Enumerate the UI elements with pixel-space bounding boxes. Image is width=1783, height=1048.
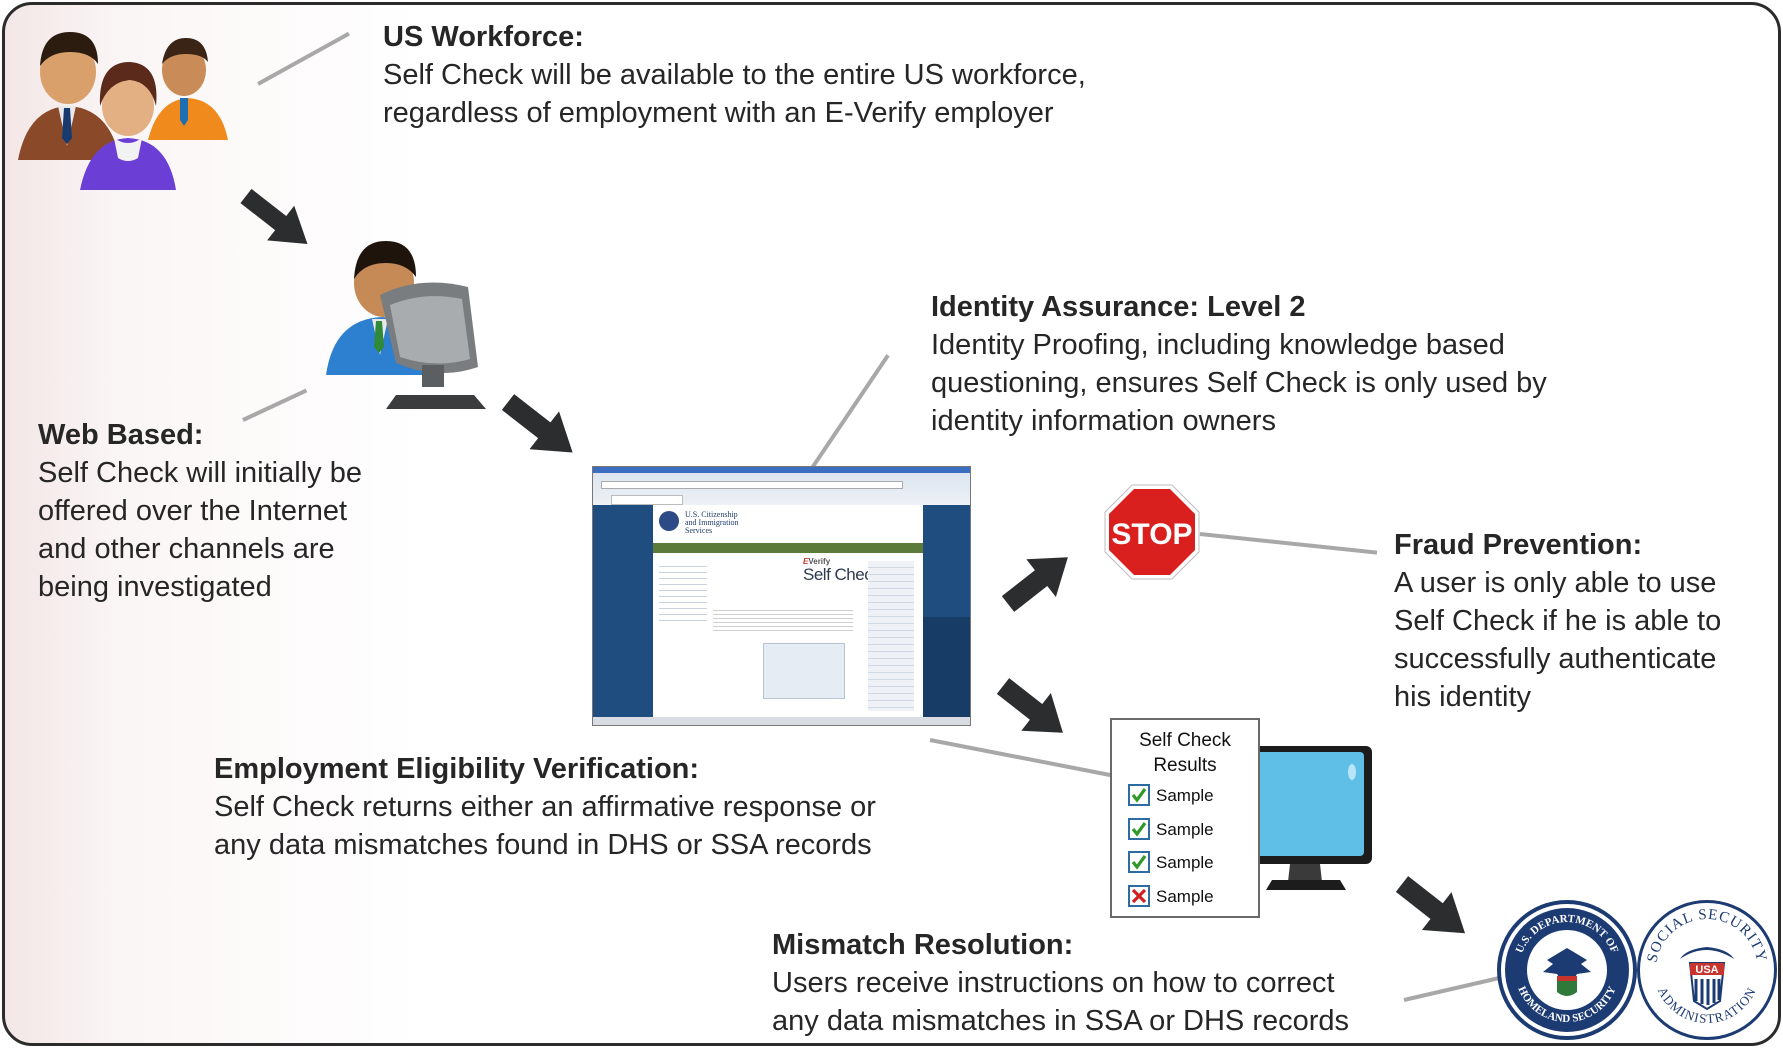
- fraud-line-2: Self Check if he is able to: [1394, 605, 1722, 637]
- result-label: Sample: [1156, 786, 1214, 805]
- browser-chrome: [593, 467, 970, 505]
- browser-titlebar: [593, 467, 970, 473]
- arrow-results-to-agencies: [1395, 876, 1466, 934]
- results-title-line-2: Results: [1153, 755, 1217, 776]
- result-label: Sample: [1156, 887, 1214, 906]
- eligibility-line-2: any data mismatches found in DHS or SSA …: [214, 829, 872, 861]
- uscis-line-3: Services: [685, 526, 713, 535]
- fraud-heading: Fraud Prevention:: [1394, 529, 1643, 561]
- eligibility-block: Employment Eligibility Verification: Sel…: [214, 750, 876, 864]
- results-title-line-1: Self Check: [1139, 730, 1231, 751]
- website-sidebar: [659, 561, 707, 621]
- eligibility-line-1: Self Check returns either an affirmative…: [214, 791, 876, 823]
- identity-block: Identity Assurance: Level 2 Identity Pro…: [931, 288, 1547, 440]
- everify-logo-text: Verify: [808, 557, 831, 566]
- workforce-line-1: Self Check will be available to the enti…: [383, 59, 1086, 91]
- arrow-browser-to-results: [996, 678, 1063, 733]
- mismatch-line-1: Users receive instructions on how to cor…: [772, 967, 1335, 999]
- identity-line-3: identity information owners: [931, 405, 1276, 437]
- everify-logo: EVerify: [803, 557, 830, 566]
- result-label: Sample: [1156, 820, 1214, 839]
- uscis-line-1: U.S. Citizenship: [685, 510, 738, 519]
- fraud-line-4: his identity: [1394, 681, 1532, 713]
- checkmark-icon: [1128, 784, 1150, 806]
- cross-icon: [1128, 885, 1150, 907]
- everify-logo-e: E: [803, 557, 809, 566]
- web-line-3: and other channels are: [38, 533, 335, 565]
- self-check-website-screenshot: U.S. Citizenship and Immigration Service…: [592, 466, 971, 726]
- website-nav: [653, 543, 923, 553]
- checkmark-icon: [1128, 851, 1150, 873]
- results-title: Self Check Results: [1112, 728, 1258, 778]
- web-heading: Web Based:: [38, 419, 204, 451]
- arrow-workforce-to-user: [240, 188, 308, 245]
- statue-silhouette: [923, 617, 970, 725]
- website-right-rail: [868, 561, 914, 711]
- browser-tab: [611, 495, 683, 505]
- workforce-block: US Workforce: Self Check will be availab…: [383, 18, 1086, 132]
- uscis-name: U.S. Citizenship and Immigration Service…: [685, 511, 739, 535]
- ssa-seal-logo: SOCIAL SECURITY ADMINISTRATION USA: [1637, 900, 1777, 1040]
- dhs-seal-logo: U.S. DEPARTMENT OF HOMELAND SECURITY: [1497, 900, 1637, 1040]
- web-line-4: being investigated: [38, 571, 272, 603]
- ssa-seal-center-text: USA: [1695, 964, 1718, 976]
- fraud-line-1: A user is only able to use: [1394, 567, 1717, 599]
- browser-statusbar: [593, 717, 970, 725]
- mismatch-block: Mismatch Resolution: Users receive instr…: [772, 926, 1349, 1040]
- self-check-results-panel: Self Check Results Sample Sample Sample: [1110, 718, 1260, 918]
- user-computer-icon: [326, 241, 486, 409]
- mismatch-line-2: any data mismatches in SSA or DHS record…: [772, 1005, 1350, 1037]
- web-line-1: Self Check will initially be: [38, 457, 362, 489]
- svg-text:SOCIAL SECURITY: SOCIAL SECURITY: [1645, 907, 1770, 964]
- fraud-block: Fraud Prevention: A user is only able to…: [1394, 526, 1721, 716]
- workforce-heading: US Workforce:: [383, 21, 584, 53]
- mismatch-heading: Mismatch Resolution:: [772, 929, 1074, 961]
- us-map-icon: [763, 643, 845, 699]
- workforce-people-icon: [18, 32, 228, 190]
- checkmark-icon: [1128, 818, 1150, 840]
- arrow-browser-to-stop: [1001, 557, 1068, 612]
- ssa-seal-top-text: SOCIAL SECURITY: [1645, 907, 1769, 964]
- uscis-seal-icon: [659, 511, 679, 531]
- browser-address-bar: [601, 481, 903, 489]
- arrow-user-to-browser: [501, 394, 573, 453]
- identity-heading: Identity Assurance: Level 2: [931, 291, 1306, 323]
- web-line-2: offered over the Internet: [38, 495, 348, 527]
- fraud-line-3: successfully authenticate: [1394, 643, 1717, 675]
- uscis-line-2: and Immigration: [685, 518, 739, 527]
- result-label: Sample: [1156, 853, 1214, 872]
- website-page: U.S. Citizenship and Immigration Service…: [653, 505, 923, 717]
- identity-line-2: questioning, ensures Self Check is only …: [931, 367, 1547, 399]
- website-header: U.S. Citizenship and Immigration Service…: [653, 505, 923, 541]
- stop-sign-text: STOP: [1111, 518, 1192, 551]
- eligibility-heading: Employment Eligibility Verification:: [214, 753, 700, 785]
- website-body-text: [713, 607, 853, 633]
- stop-sign-icon: STOP: [1104, 484, 1200, 580]
- self-check-logo: Self Check: [803, 565, 881, 584]
- identity-line-1: Identity Proofing, including knowledge b…: [931, 329, 1505, 361]
- workforce-line-2: regardless of employment with an E-Verif…: [383, 97, 1054, 129]
- web-block: Web Based: Self Check will initially be …: [38, 416, 362, 606]
